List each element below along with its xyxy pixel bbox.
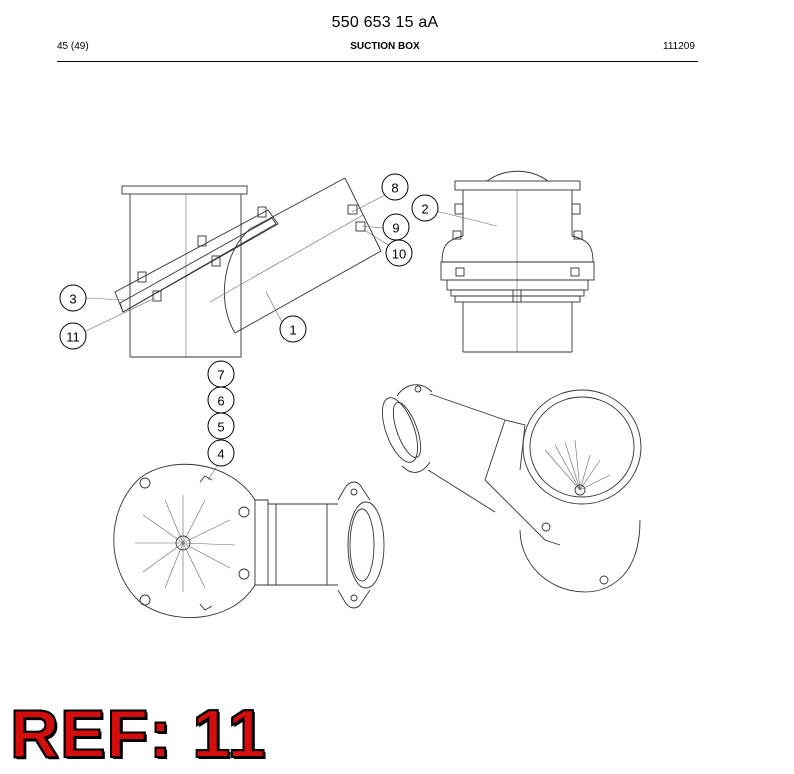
callout-5: 5 [207, 412, 235, 440]
leader-lines [85, 193, 498, 481]
callout-3-label: 3 [69, 292, 76, 307]
page-count: 45 (49) [57, 41, 89, 52]
top-view-drawing [113, 463, 385, 618]
front-view-drawing [440, 170, 595, 353]
callout-7: 7 [207, 360, 235, 388]
header-rule [57, 61, 698, 62]
callout-11-label: 11 [66, 330, 80, 345]
callout-8-label: 8 [391, 181, 398, 196]
callout-4-label: 4 [217, 447, 224, 462]
callout-7-label: 7 [217, 368, 224, 383]
document-number: 550 653 15 aA [331, 14, 439, 31]
callout-1-label: 1 [289, 323, 296, 338]
callout-8: 8 [381, 173, 409, 201]
callout-9-label: 9 [392, 221, 399, 236]
document-date-code: 111209 [663, 41, 695, 52]
reference-label: REF: 11 [9, 695, 267, 773]
callout-4: 4 [207, 439, 235, 467]
callout-6-label: 6 [217, 394, 224, 409]
callout-1: 1 [279, 315, 307, 343]
callout-6: 6 [207, 386, 235, 414]
section-title: SUCTION BOX [350, 41, 420, 52]
side-view-drawing [114, 177, 382, 358]
callout-11: 11 [59, 322, 87, 350]
callout-5-label: 5 [217, 420, 224, 435]
callout-10-label: 10 [392, 247, 406, 262]
callout-9: 9 [382, 213, 410, 241]
callout-3: 3 [59, 284, 87, 312]
isometric-view-drawing [381, 384, 642, 593]
callout-10: 10 [385, 239, 413, 267]
callout-2-label: 2 [421, 202, 428, 217]
callout-2: 2 [411, 194, 439, 222]
